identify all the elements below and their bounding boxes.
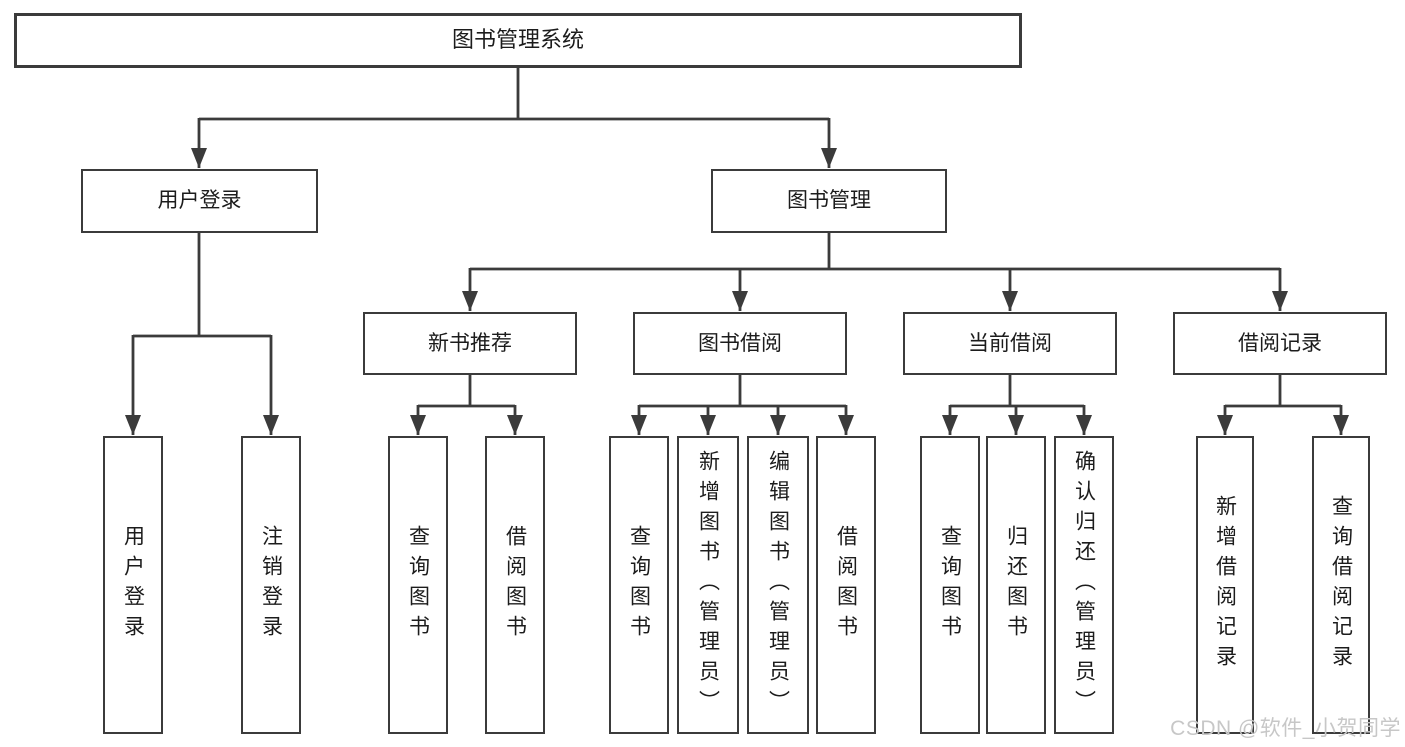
leaf-record-query-borrow-record: 查询借阅记录 bbox=[1312, 436, 1370, 734]
leaf-borrow-add-book-admin: 新增图书（管理员） bbox=[677, 436, 739, 734]
leaf-borrow-borrow-book: 借阅图书 bbox=[816, 436, 876, 734]
leaf-current-return-book: 归还图书 bbox=[986, 436, 1046, 734]
leaf-newbook-query-book: 查询图书 bbox=[388, 436, 448, 734]
node-new-book-recommend: 新书推荐 bbox=[363, 312, 577, 375]
node-user-login: 用户登录 bbox=[81, 169, 318, 233]
leaf-record-add-borrow-record: 新增借阅记录 bbox=[1196, 436, 1254, 734]
node-library-management-system: 图书管理系统 bbox=[14, 13, 1022, 68]
node-book-management: 图书管理 bbox=[711, 169, 947, 233]
tree-arrowheads bbox=[125, 118, 1349, 435]
csdn-watermark: CSDN @软件_小贺同学 bbox=[1170, 717, 1401, 740]
node-book-borrow: 图书借阅 bbox=[633, 312, 847, 375]
leaf-current-query-book: 查询图书 bbox=[920, 436, 980, 734]
leaf-current-confirm-return-admin: 确认归还（管理员） bbox=[1054, 436, 1114, 734]
leaf-borrow-edit-book-admin: 编辑图书（管理员） bbox=[747, 436, 809, 734]
node-current-borrow: 当前借阅 bbox=[903, 312, 1117, 375]
node-borrow-record: 借阅记录 bbox=[1173, 312, 1387, 375]
leaf-logout: 注销登录 bbox=[241, 436, 301, 734]
leaf-borrow-query-book: 查询图书 bbox=[609, 436, 669, 734]
leaf-user-login: 用户登录 bbox=[103, 436, 163, 734]
leaf-newbook-borrow-book: 借阅图书 bbox=[485, 436, 545, 734]
tree-edges bbox=[133, 68, 1341, 408]
